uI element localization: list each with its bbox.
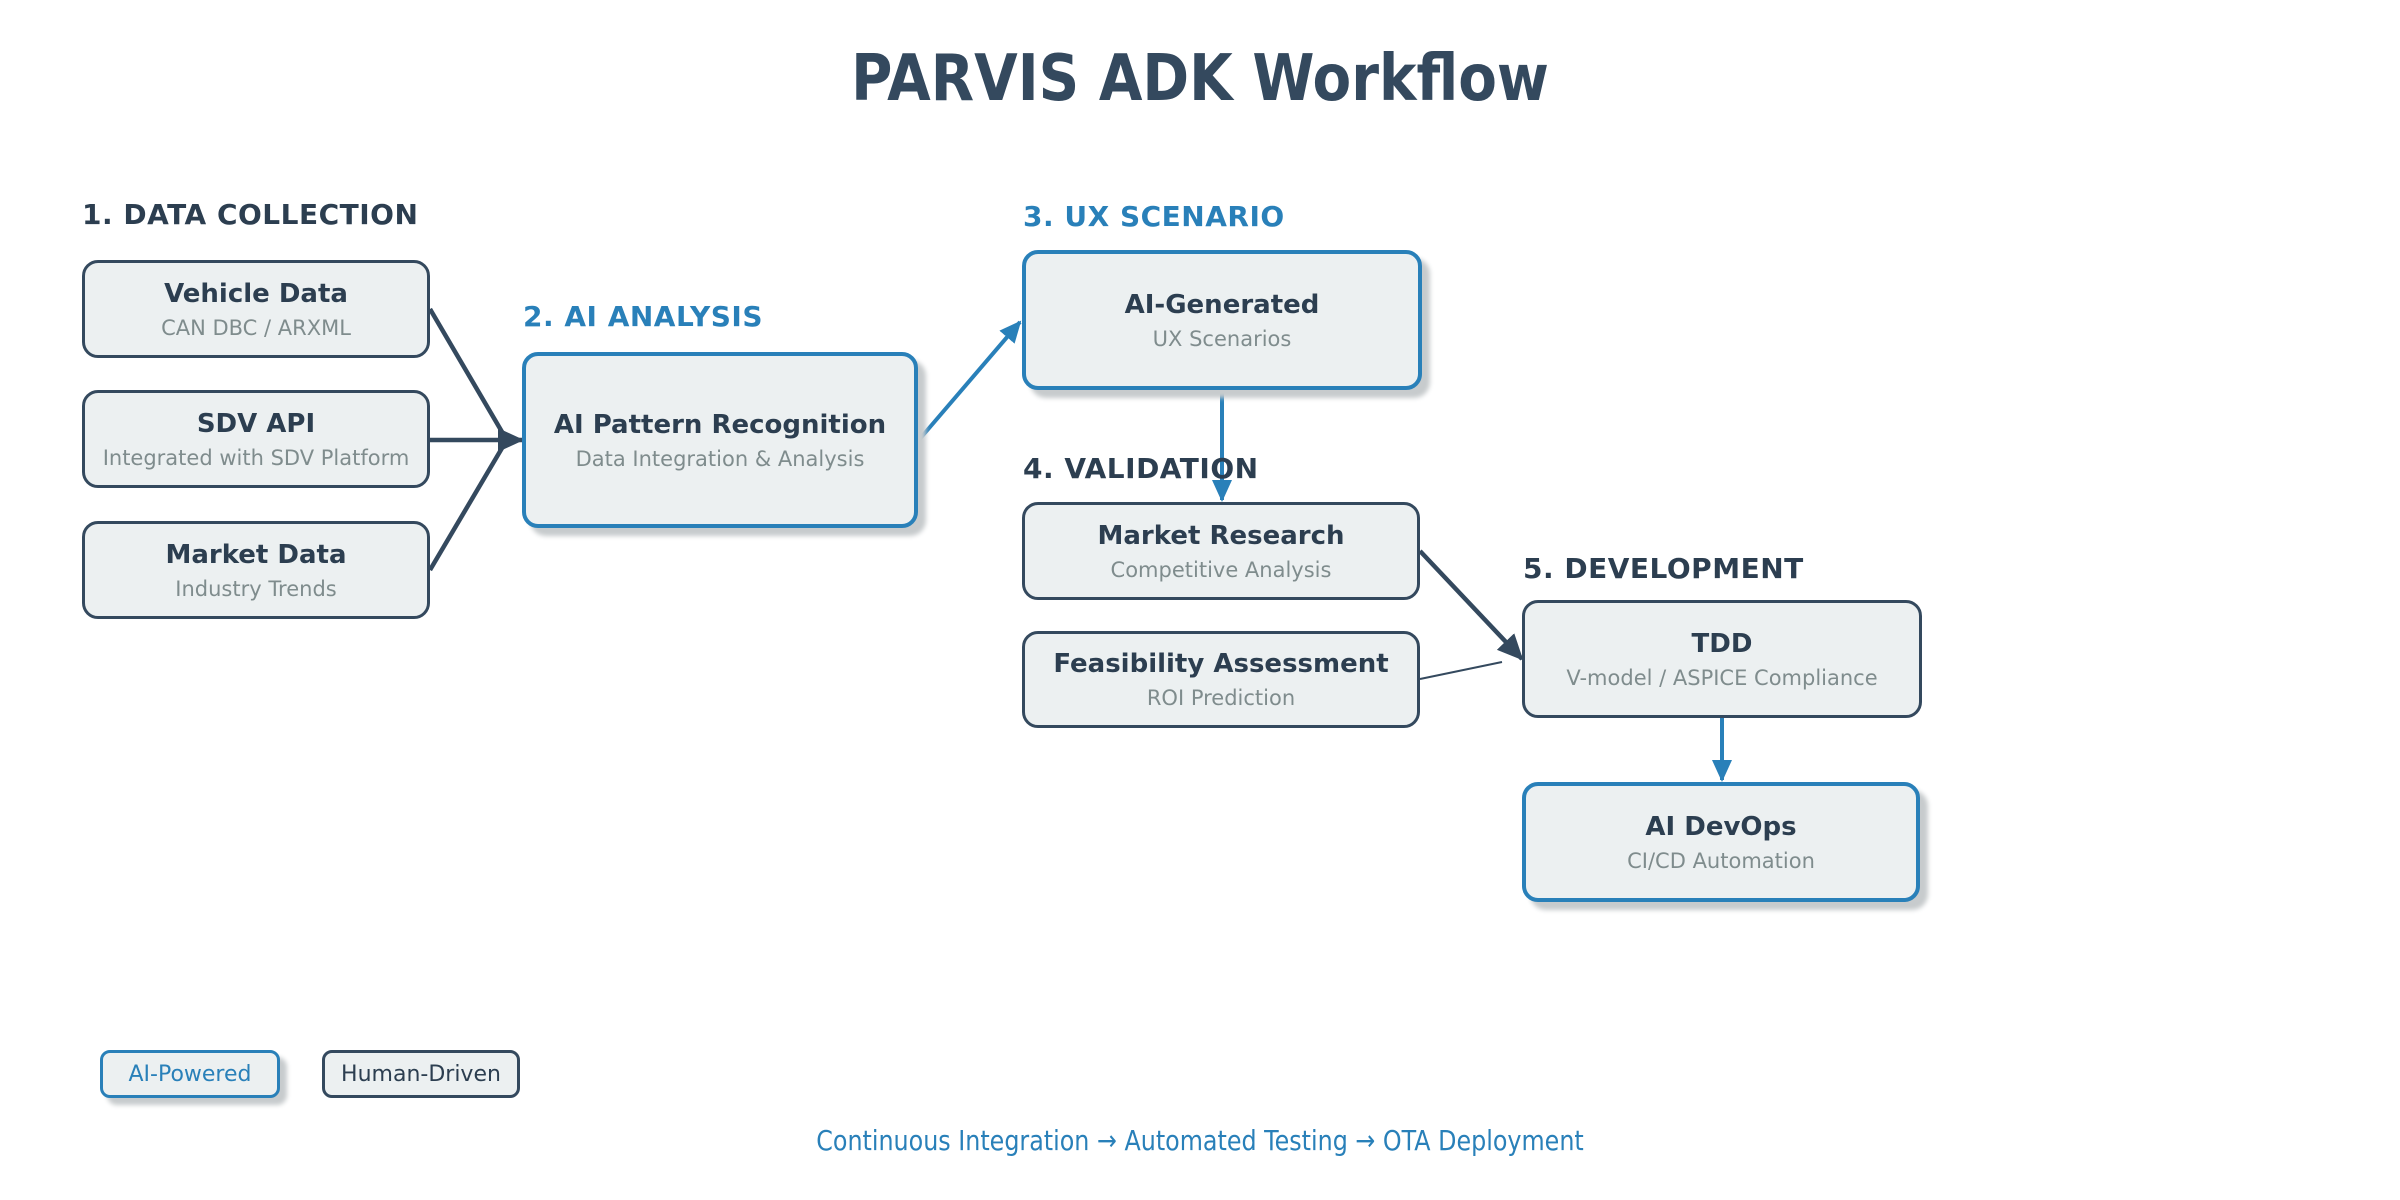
node-ai-devops: AI DevOps CI/CD Automation — [1522, 782, 1920, 902]
node-subtitle: ROI Prediction — [1146, 686, 1296, 710]
section-label-ux-scenario: 3. UX SCENARIO — [1023, 200, 1285, 233]
node-subtitle: Data Integration & Analysis — [575, 446, 865, 471]
node-title: Vehicle Data — [164, 278, 348, 309]
section-label-validation: 4. VALIDATION — [1023, 452, 1259, 485]
edge-vehicle-to-aipattern — [428, 307, 507, 439]
edge-aipattern-to-aigenerated — [916, 320, 1022, 443]
node-ai-generated: AI-Generated UX Scenarios — [1022, 250, 1422, 390]
node-subtitle: UX Scenarios — [1152, 326, 1292, 351]
node-title: TDD — [1691, 628, 1753, 659]
node-subtitle: Competitive Analysis — [1110, 557, 1332, 582]
node-subtitle: CI/CD Automation — [1627, 848, 1815, 873]
node-feasibility-assessment: Feasibility Assessment ROI Prediction — [1022, 631, 1420, 728]
node-title: AI Pattern Recognition — [553, 409, 887, 440]
node-title: Feasibility Assessment — [1053, 649, 1389, 679]
node-subtitle: Industry Trends — [175, 576, 337, 601]
section-label-ai-analysis: 2. AI ANALYSIS — [523, 300, 763, 333]
node-ai-pattern-recognition: AI Pattern Recognition Data Integration … — [522, 352, 918, 528]
edge-feasibility-to-tdd — [1419, 661, 1503, 680]
page-title: PARVIS ADK Workflow — [851, 42, 1549, 116]
section-label-development: 5. DEVELOPMENT — [1523, 552, 1804, 585]
node-tdd: TDD V-model / ASPICE Compliance — [1522, 600, 1922, 718]
node-market-data: Market Data Industry Trends — [82, 521, 430, 619]
node-subtitle: Integrated with SDV Platform — [102, 445, 410, 470]
node-subtitle: CAN DBC / ARXML — [161, 315, 351, 340]
edge-marketdata-to-aipattern — [428, 441, 507, 572]
node-sdv-api: SDV API Integrated with SDV Platform — [82, 390, 430, 488]
node-title: AI-Generated — [1124, 289, 1320, 320]
edge-marketresearch-to-tdd — [1418, 549, 1524, 661]
node-title: SDV API — [196, 408, 316, 439]
node-title: AI DevOps — [1645, 811, 1797, 842]
node-subtitle: V-model / ASPICE Compliance — [1566, 665, 1878, 690]
node-market-research: Market Research Competitive Analysis — [1022, 502, 1420, 600]
legend-ai-powered: AI-Powered — [100, 1050, 280, 1098]
node-title: Market Data — [165, 539, 347, 570]
section-label-data-collection: 1. DATA COLLECTION — [82, 198, 419, 231]
legend-human-driven: Human-Driven — [322, 1050, 520, 1098]
node-title: Market Research — [1097, 520, 1345, 551]
node-vehicle-data: Vehicle Data CAN DBC / ARXML — [82, 260, 430, 358]
footer-pipeline-text: Continuous Integration → Automated Testi… — [816, 1124, 1584, 1157]
